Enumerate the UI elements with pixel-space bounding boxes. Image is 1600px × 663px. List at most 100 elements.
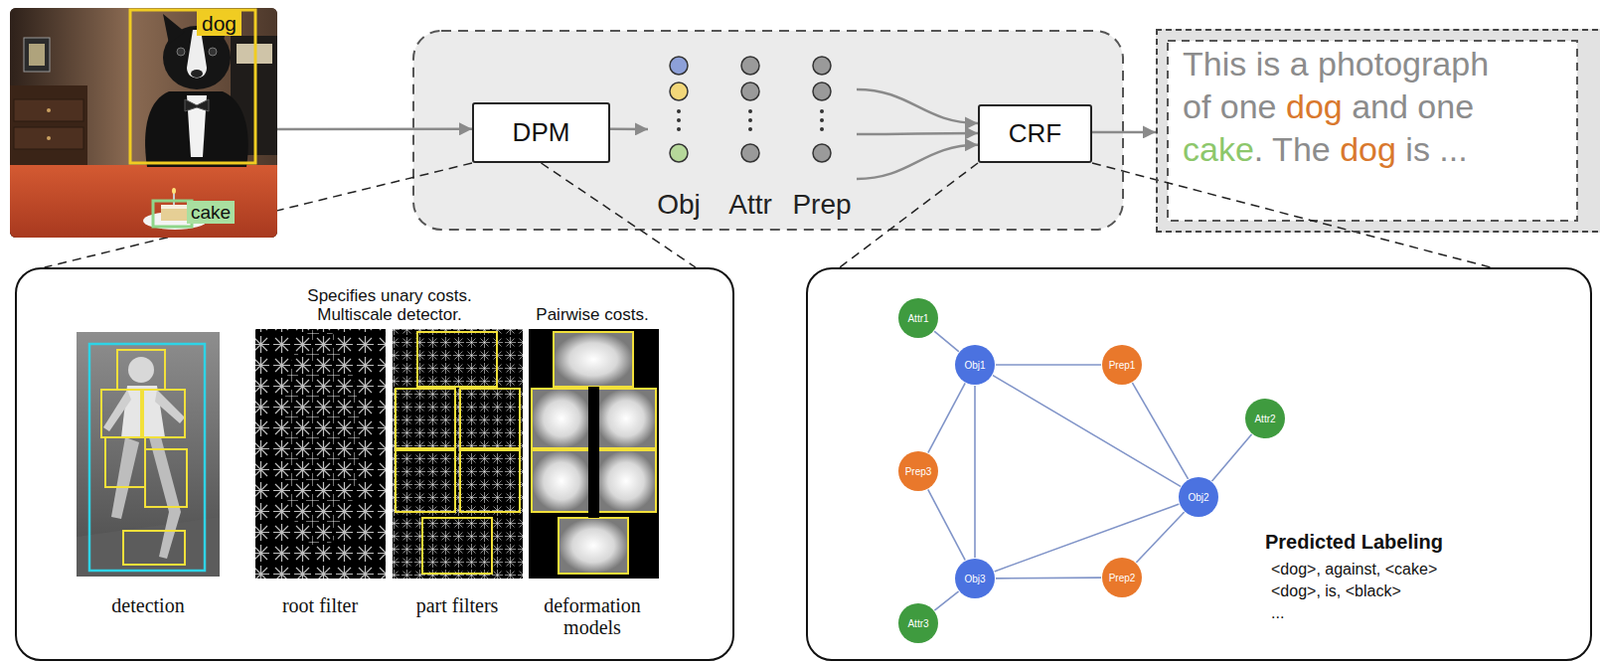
detection-image	[141, 389, 185, 438]
part-filters-image	[460, 450, 520, 512]
feature-circle	[741, 144, 760, 162]
photo-illustration	[162, 13, 185, 44]
labeling-line: <dog>, is, <black>	[1271, 582, 1402, 600]
flow-arrow	[610, 128, 648, 132]
photo-illustration	[171, 187, 176, 194]
detection-image	[155, 389, 185, 424]
annotation: Specifies unary costs. Multiscale detect…	[307, 286, 472, 324]
graph-node: Attr1	[898, 298, 939, 338]
ellipsis-dots	[676, 127, 681, 132]
box-label: DPM	[512, 117, 571, 149]
annotation: Pairwise costs.	[535, 305, 648, 324]
photo-illustration	[186, 29, 207, 79]
deformation-models-image	[531, 331, 656, 574]
photo-illustration	[9, 7, 278, 238]
ellipsis-dots	[676, 109, 681, 114]
pipeline-panel	[413, 30, 1123, 230]
photo-illustration	[23, 37, 50, 72]
part-filters-image	[417, 331, 497, 387]
part-filters-image	[395, 331, 520, 574]
text-slot: dog	[196, 10, 242, 36]
graph-node-label: Obj2	[1187, 491, 1209, 503]
graph-node-label: Prep2	[1109, 572, 1136, 584]
detection-label: cake	[186, 200, 235, 224]
text-slot: Predicted Labeling	[1265, 529, 1443, 554]
zoom-line	[1092, 162, 1491, 268]
process-box: CRF	[977, 104, 1093, 163]
deformation-models-image	[558, 517, 629, 574]
ellipsis-dots	[748, 127, 753, 132]
text-slot: Pairwise costs.	[512, 305, 672, 324]
box-label: CRF	[1008, 118, 1062, 150]
photo-illustration	[46, 108, 51, 113]
part-filters-image	[395, 450, 456, 512]
part-filters-image	[460, 388, 520, 449]
graph-node: Prep3	[898, 451, 939, 491]
photo-illustration	[46, 136, 51, 141]
detection-image	[105, 437, 146, 487]
photo-illustration	[13, 127, 84, 150]
feature-circle	[741, 56, 760, 75]
text-slot: Obj	[639, 188, 719, 221]
ellipsis-dots	[819, 109, 824, 114]
graph-edge	[973, 384, 976, 559]
deformation-models-image	[553, 331, 634, 387]
feature-columns: ObjAttrPrep	[647, 51, 857, 229]
text-slot: <dog>, is, <black>	[1271, 581, 1402, 602]
deformation-models-image	[528, 328, 659, 579]
part-filters-image	[395, 388, 456, 449]
ellipsis-dots	[676, 109, 824, 132]
deformation-models-image	[528, 328, 659, 579]
root-filter-image	[255, 327, 386, 579]
detection-image	[145, 449, 187, 507]
figure-caption: part filters	[416, 594, 499, 617]
photo-illustration	[160, 204, 187, 221]
photo-illustration	[160, 204, 187, 209]
labeling-line: <dog>, against, <cake>	[1271, 560, 1438, 578]
graph-edge	[927, 488, 965, 562]
graph-node: Obj2	[1178, 477, 1219, 517]
text-slot: <dog>, against, <cake>	[1271, 559, 1438, 580]
heading: Predicted Labeling	[1265, 530, 1443, 553]
column-label: Obj	[656, 188, 701, 220]
detection-image	[101, 349, 187, 565]
flow-arrow	[856, 89, 978, 124]
photo-illustration	[184, 99, 209, 112]
feature-circle	[741, 82, 760, 101]
text-slot: root filter	[252, 594, 388, 617]
graph-node: Obj3	[955, 558, 995, 599]
ellipsis-dots	[676, 118, 681, 123]
part-filters-image	[392, 328, 523, 579]
root-filter-image	[255, 328, 386, 579]
labeling-line: ...	[1271, 604, 1284, 622]
root-filter-image	[280, 327, 360, 547]
input-photo: dog cake	[9, 7, 278, 238]
root-filter-image	[255, 328, 386, 579]
feature-circle	[669, 56, 831, 162]
deformation-models-image	[531, 388, 592, 449]
feature-circle	[812, 56, 831, 75]
text-slot: detection	[78, 594, 218, 617]
detection-image	[111, 437, 140, 519]
part-filters-image	[392, 328, 523, 579]
detection-image	[123, 530, 185, 565]
graph-edge	[1131, 381, 1189, 480]
detection-image	[89, 343, 205, 571]
text-flow: This is a photograph of one dog and one …	[1182, 42, 1526, 171]
photo-illustration	[145, 91, 249, 167]
detection-image	[103, 389, 132, 432]
flow-arrow	[1092, 131, 1156, 135]
feature-circle	[669, 82, 688, 101]
deformation-models-image	[596, 450, 656, 512]
caption-text: is ...	[1405, 130, 1467, 168]
graph-node: Prep1	[1102, 344, 1142, 385]
detection-image	[128, 356, 155, 383]
text-slot: Prep	[782, 188, 862, 221]
detection-image	[149, 437, 181, 559]
photo-illustration	[13, 99, 84, 122]
graph-node: Obj1	[955, 344, 995, 385]
feature-circle	[669, 56, 688, 75]
figure-caption: root filter	[282, 594, 358, 617]
crf-detail-panel: Predicted Labeling <dog>, against, <cake>…	[805, 267, 1593, 661]
column-label: Attr	[728, 188, 773, 220]
